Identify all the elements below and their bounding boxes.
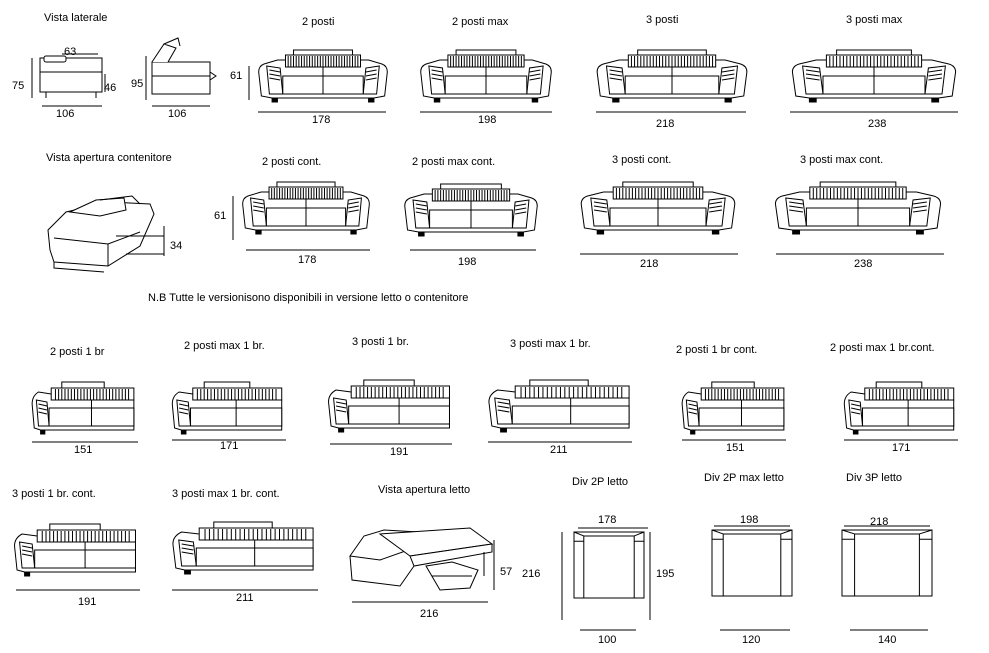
- height-61-row2: 61: [214, 210, 227, 222]
- dim-46: 46: [104, 82, 117, 94]
- label-3-posti: 3 posti: [646, 14, 679, 26]
- height-61-row1: 61: [230, 70, 243, 82]
- width-218-row2: 218: [640, 258, 659, 270]
- label-2-posti-max-1br-cont: 2 posti max 1 br.cont.: [830, 342, 935, 354]
- label-3-posti-cont: 3 posti cont.: [612, 154, 672, 166]
- label-3-posti-max-1br: 3 posti max 1 br.: [510, 338, 591, 350]
- width-171-row3a: 171: [220, 440, 239, 452]
- width-191-row3: 191: [390, 446, 409, 458]
- width-178-row1: 178: [312, 114, 331, 126]
- bed-2p-max-outer: 198: [740, 514, 759, 526]
- side-view-title: Vista laterale: [44, 12, 108, 24]
- label-2-posti-cont: 2 posti cont.: [262, 156, 322, 168]
- bed-top-2p-max: [711, 526, 793, 630]
- label-2-posti-max-1br: 2 posti max 1 br.: [184, 340, 265, 352]
- label-div-3p-letto: Div 3P letto: [846, 472, 903, 484]
- dim-95: 95: [131, 78, 144, 90]
- dim-106-a: 106: [56, 108, 75, 120]
- label-3-posti-max: 3 posti max: [846, 14, 903, 26]
- bed-top-3p: [841, 526, 933, 630]
- label-2-posti-max: 2 posti max: [452, 16, 509, 28]
- bed-top-2p: [562, 528, 650, 630]
- side-view-seated: [32, 54, 105, 106]
- dim-34: 34: [170, 240, 183, 252]
- dim-63: 63: [64, 46, 77, 58]
- label-div-2p-letto: Div 2P letto: [572, 476, 629, 488]
- label-3-posti-max-1br-cont: 3 posti max 1 br. cont.: [172, 488, 280, 500]
- bed-2p-max-inner: 120: [742, 634, 761, 646]
- width-191-row4: 191: [78, 596, 97, 608]
- label-2-posti-max-cont: 2 posti max cont.: [412, 156, 496, 168]
- dim-57: 57: [500, 566, 513, 578]
- dim-216-height: 216: [522, 568, 541, 580]
- availability-note: N.B Tutte le versionisono disponibili in…: [148, 292, 469, 304]
- bed-2p-inner: 100: [598, 634, 617, 646]
- label-div-2p-max-letto: Div 2P max letto: [704, 472, 784, 484]
- storage-open-view: [48, 196, 164, 272]
- width-238-row1: 238: [868, 118, 887, 130]
- bed-3p-inner: 140: [878, 634, 897, 646]
- bed-3p-outer: 218: [870, 516, 889, 528]
- bed-open-view: [350, 528, 494, 602]
- width-151-row3a: 151: [74, 444, 93, 456]
- dim-75: 75: [12, 80, 25, 92]
- dim-106-b: 106: [168, 108, 187, 120]
- label-2-posti-1br-cont: 2 posti 1 br cont.: [676, 344, 758, 356]
- width-238-row2: 238: [854, 258, 873, 270]
- label-2-posti: 2 posti: [302, 16, 335, 28]
- width-211-row3: 211: [550, 444, 568, 456]
- label-3-posti-max-cont: 3 posti max cont.: [800, 154, 884, 166]
- label-3-posti-1br-cont: 3 posti 1 br. cont.: [12, 488, 96, 500]
- width-178-row2: 178: [298, 254, 317, 266]
- width-198-row2: 198: [458, 256, 477, 268]
- dim-216-length: 216: [420, 608, 439, 620]
- bed-view-title: Vista apertura letto: [378, 484, 471, 496]
- bed-2p-depth: 195: [656, 568, 675, 580]
- label-3-posti-1br: 3 posti 1 br.: [352, 336, 409, 348]
- bed-2p-outer: 178: [598, 514, 617, 526]
- width-211-row4: 211: [236, 592, 254, 604]
- storage-view-title: Vista apertura contenitore: [46, 152, 172, 164]
- width-218-row1: 218: [656, 118, 675, 130]
- width-198-row1: 198: [478, 114, 497, 126]
- width-171-row3b: 171: [892, 442, 911, 454]
- side-view-reclined: [146, 38, 216, 106]
- label-2-posti-1br: 2 posti 1 br: [50, 346, 105, 358]
- width-151-row3b: 151: [726, 442, 745, 454]
